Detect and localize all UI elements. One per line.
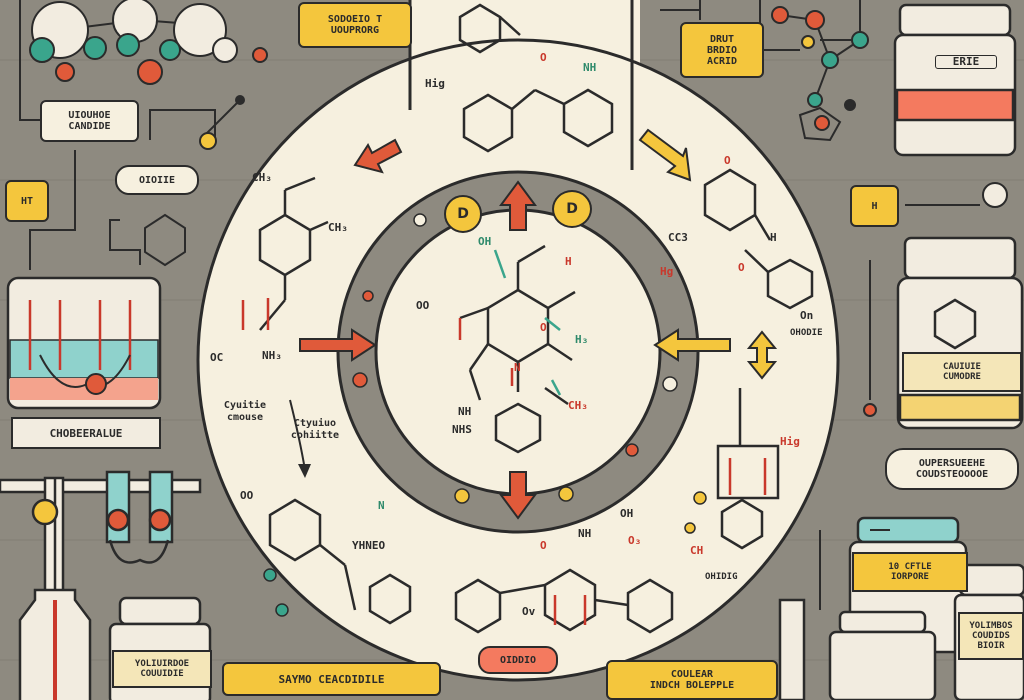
left-yellow-dot [199, 132, 217, 150]
left-beaker-base [11, 417, 161, 449]
right-mid-jar [896, 236, 1024, 430]
atom-center-n: N [514, 361, 521, 374]
center-molecule [459, 244, 576, 454]
arrow-diag-topleft [353, 138, 403, 174]
bottom-left-apparatus [0, 470, 202, 700]
left-hex [144, 213, 186, 267]
right-bottom-jar-label: 10 CFTLE IORPORE [852, 552, 968, 592]
right-ring-molecule [703, 168, 814, 310]
left-black-dot [235, 95, 245, 105]
left-label-1: UIOUHOE CANDIDE [40, 100, 139, 142]
left-text-2: Ctyuiuo cohiitte [290, 418, 340, 441]
atom-top-hig: Hig [425, 77, 445, 90]
right-red-bonds [728, 458, 767, 495]
atom-right-o: O [724, 154, 731, 167]
left-text-1: Cyuitie cmouse [223, 400, 267, 423]
bottom-right-box: COULEAR INDCH BOLEPPLE [606, 660, 778, 700]
arrow-left-yellow [653, 328, 731, 362]
top-right-label-box: DRUT BRDIO ACRID [680, 22, 764, 78]
atom-o1: O [540, 51, 547, 64]
atom-lower-ov: Ov [522, 605, 536, 618]
atom-center-nh: NH [458, 405, 472, 418]
top-left-spheres [29, 0, 268, 85]
right-top-jar [893, 3, 1017, 157]
atom-right-on: On [800, 309, 814, 322]
atom-ch3-left: CH₃ [252, 171, 272, 184]
atom-right-cc3: CC3 [668, 231, 688, 244]
bottom-left-molecule [268, 498, 412, 625]
right-jar-mid-label: CAUIUIE CUMODRE [902, 352, 1022, 392]
atom-center-oh: OH [478, 235, 492, 248]
atom-right-hig: Hig [780, 435, 800, 448]
ring-arrow-head [298, 464, 311, 478]
atom-lower-oh: OH [620, 507, 634, 520]
atom-right-h: H [770, 231, 777, 244]
atom-lower-o: O [540, 539, 547, 552]
right-lower-molecule [716, 388, 780, 550]
atom-right-ondine: OHODIE [790, 328, 823, 338]
atom-ch3-l2: CH₃ [328, 221, 348, 234]
top-left-label-box: SODOEIO T UOUPRORG [298, 2, 412, 48]
center-red-bonds [458, 318, 514, 386]
atom-center-nhs: NHS [452, 423, 472, 436]
atom-lower-ymo: YHNEO [352, 539, 386, 552]
bottom-left-jar-label: YOLIUIRDOE COUUIDIE [112, 650, 212, 688]
atom-lower-n: N [378, 499, 385, 512]
ring-circle-left: D [444, 195, 482, 233]
atom-right-o2: O [738, 261, 745, 274]
left-ring-molecule [258, 176, 329, 331]
atom-lower-oniding: OHIDIG [705, 572, 738, 582]
left-beaker [6, 276, 162, 410]
atom-lower-ch: CH [690, 544, 704, 557]
bottom-red-bonds [553, 595, 587, 625]
tube-label: OIOIIE [115, 165, 199, 195]
right-jar-top-label: ERIE [935, 55, 997, 69]
arrow-right-red [299, 328, 377, 362]
arrow-double-vertical [746, 330, 778, 380]
left-red-bonds [241, 298, 270, 330]
atom-nh1: NH [583, 61, 597, 74]
atom-lower-oo: OO [240, 489, 254, 502]
atom-center-oo: OO [416, 299, 430, 312]
atom-right-hg: Hg [660, 265, 674, 278]
arrow-up-red [499, 180, 537, 231]
atom-lower-nh: NH [578, 527, 592, 540]
arrow-diag-topright [638, 128, 692, 182]
bottom-center-pill: OIDDIO [478, 646, 558, 674]
atom-oc-left: OC [210, 351, 224, 364]
atom-dash-o: O [540, 321, 547, 334]
bottom-molecule [454, 568, 674, 634]
bottom-left-box: SAYMO CEACDIDILE [222, 662, 441, 696]
right-bottom-jar2-label: YOLIMBOS COUDIDS BIOIR [958, 612, 1024, 660]
atom-center-h3: H₃ [575, 333, 589, 346]
right-small-box: H [850, 185, 899, 227]
band-dots [352, 290, 678, 504]
atom-nh3-left: NH₃ [262, 349, 282, 362]
atom-lower-03: O₃ [628, 534, 642, 547]
top-right-spheres [771, 6, 869, 142]
ring-circle-right: D [552, 190, 592, 228]
right-bottom-jar [778, 516, 1024, 700]
right-red-dot [863, 403, 877, 417]
atom-center-h: H [565, 255, 572, 268]
top-molecule [458, 3, 614, 153]
center-green-bonds [493, 249, 562, 396]
atom-center-ch3: CH₃ [568, 399, 588, 412]
left-beaker-label: CHOBEERALUE [49, 427, 123, 440]
left-small-box: HT [5, 180, 49, 222]
right-pipes [660, 0, 1008, 610]
right-pill-label: OUPERSUEEHE COUDSTEOOOOE [885, 448, 1019, 490]
arrow-down-red [499, 471, 537, 520]
